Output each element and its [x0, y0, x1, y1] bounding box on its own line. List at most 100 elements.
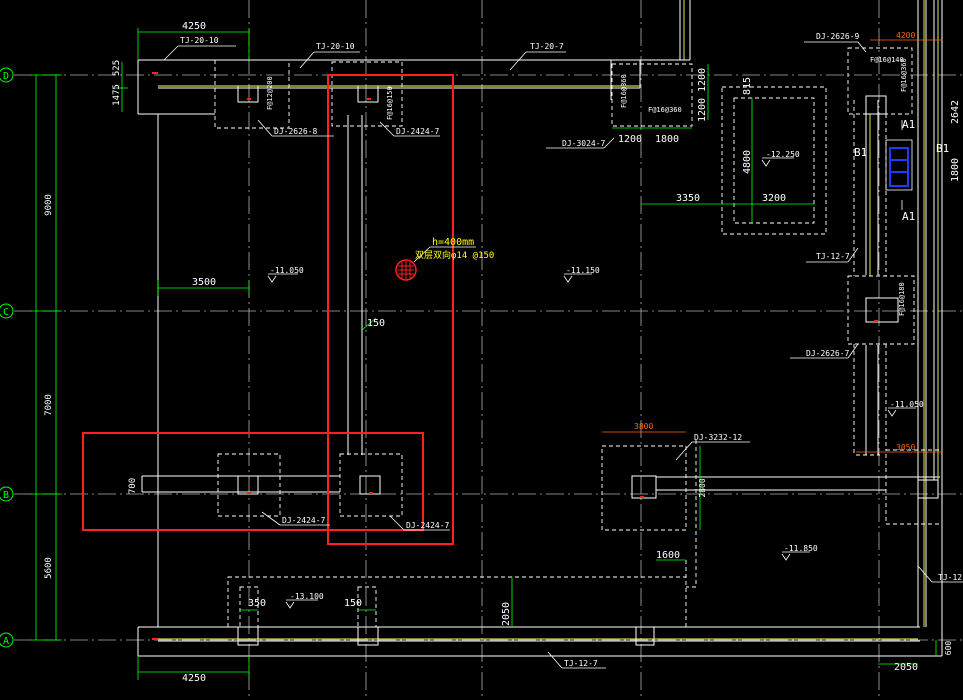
label-dj-2626-9: DJ-2626-9 — [816, 32, 860, 41]
highlight-box-vertical[interactable] — [327, 74, 454, 545]
column-10[interactable] — [357, 626, 379, 646]
pad-dj-2626-8[interactable] — [214, 59, 290, 129]
dim-1200-v2: 1200 — [697, 98, 708, 122]
left-dimension-chain — [30, 62, 128, 641]
rebar-note-f16-360: F@16@360 — [620, 74, 628, 108]
label-tj-20-10-b: TJ-20-10 — [316, 42, 355, 51]
blue-section-marker[interactable] — [889, 147, 909, 187]
section-b1-left: B1 — [854, 146, 867, 159]
dim-3500: 3500 — [192, 277, 216, 288]
column-6[interactable] — [865, 95, 887, 115]
pad-right-b[interactable] — [885, 449, 943, 525]
label-tj-12-7-a: TJ-12-7 — [816, 252, 850, 261]
pad-dj-3232-12[interactable] — [601, 445, 687, 531]
dim-525: 525 — [112, 60, 122, 76]
dim-4800: 4800 — [742, 150, 753, 174]
elev-11050-a: -11.050 — [270, 266, 304, 275]
highlight-box-horizontal[interactable] — [82, 432, 424, 531]
dim-700: 700 — [128, 478, 138, 494]
pad-dj-3024-7[interactable] — [611, 63, 693, 127]
rebar-note-f12-200: F@12@200 — [266, 76, 274, 110]
dim-7000: 7000 — [44, 394, 54, 416]
pad-sump-right-inner[interactable] — [733, 97, 815, 224]
left-dimension-texts: 9000 7000 5600 1475 525 700 — [44, 60, 138, 579]
rebar-lines — [158, 0, 939, 640]
dim-350: 350 — [248, 598, 266, 609]
dim-bottom-4250: 4250 — [182, 673, 206, 684]
dim-3050: 3050 — [896, 443, 915, 452]
dimension-lines — [137, 28, 937, 680]
axis-bubble-a[interactable] — [0, 632, 14, 648]
label-tj-12-r: TJ-12 — [938, 573, 962, 582]
dim-1200-v1: 1200 — [697, 68, 708, 92]
dim-9000: 9000 — [44, 194, 54, 216]
sump-rebar-label: 双层双向φ14 @150 — [415, 249, 494, 261]
dim-3800: 3800 — [634, 422, 653, 431]
label-dj-2424-7-a: DJ-2424-7 — [396, 127, 440, 136]
label-tj-20-10-a: TJ-20-10 — [180, 36, 219, 45]
dim-3350: 3350 — [676, 193, 700, 204]
pad-dj-2424-7-right[interactable] — [339, 453, 403, 517]
label-dj-2626-8: DJ-2626-8 — [274, 127, 318, 136]
dim-top-4250: 4250 — [182, 21, 206, 32]
dim-2800: 2800 — [698, 478, 707, 497]
elev-11150: -11.150 — [566, 266, 600, 275]
dim-1200-a: 1200 — [618, 134, 642, 145]
column-8[interactable] — [917, 479, 939, 499]
rebar-note-f16-150: F@16@150 — [386, 86, 394, 120]
orange-dimension-lines — [602, 39, 942, 453]
axis-bubble-d[interactable] — [0, 67, 14, 83]
axis-label-b: B — [3, 490, 9, 501]
label-dj-3024-7: DJ-3024-7 — [562, 139, 606, 148]
dim-150-a: 150 — [344, 598, 362, 609]
sump-symbol[interactable]: h=400mm 双层双向φ14 @150 — [395, 237, 494, 281]
dim-2050-h: 2050 — [894, 662, 918, 673]
axis-label-d: D — [3, 71, 9, 82]
label-dj-2424-7-b: DJ-2424-7 — [282, 516, 326, 525]
red-markers — [152, 72, 878, 640]
dim-1800-r: 1800 — [950, 158, 961, 182]
elev-11050-b: -11.050 — [890, 400, 924, 409]
elevation-markers: -12.250 -11.050 -11.150 -11.050 -11.850 … — [267, 150, 924, 609]
dimension-texts: 4250 4250 3500 3350 3200 1200 1800 4800 … — [182, 21, 961, 684]
column-7[interactable] — [865, 297, 899, 323]
elev-11850: -11.850 — [784, 544, 818, 553]
dim-815: 815 — [742, 77, 753, 95]
pad-dj-2626-7[interactable] — [847, 275, 915, 345]
column-9[interactable] — [237, 626, 259, 646]
axis-bubbles: D C B A — [0, 67, 14, 648]
rebar-note-f16-180: F@16@180 — [898, 282, 906, 316]
dim-1600: 1600 — [656, 550, 680, 561]
sump-depth-label: h=400mm — [432, 237, 474, 248]
axis-label-a: A — [3, 636, 9, 647]
dim-3200: 3200 — [762, 193, 786, 204]
label-dj-2626-7: DJ-2626-7 — [806, 349, 850, 358]
wall-outlines — [137, 0, 943, 657]
axis-grid — [14, 0, 963, 700]
label-tj-20-7: TJ-20-7 — [530, 42, 564, 51]
axis-label-c: C — [3, 307, 9, 318]
pad-dj-2424-7-left[interactable] — [217, 453, 281, 517]
dim-1475: 1475 — [112, 84, 122, 106]
dim-5600: 5600 — [44, 557, 54, 579]
section-a1-bottom: A1 — [902, 210, 915, 223]
label-dj-2424-7-c: DJ-2424-7 — [406, 521, 450, 530]
rebar-note-f16-140: F@16@140 — [870, 56, 904, 64]
elev-13100: -13.100 — [290, 592, 324, 601]
axis-bubble-b[interactable] — [0, 486, 14, 502]
pad-dj-2424-7-top[interactable] — [331, 61, 403, 127]
dim-4200: 4200 — [896, 31, 915, 40]
elev-12250: -12.250 — [766, 150, 800, 159]
leader-lines — [163, 41, 963, 669]
dim-2642: 2642 — [950, 100, 961, 124]
rebar-notes: F@12@200 F@16@150 F@16@360 F@16@360 F@16… — [266, 56, 908, 316]
dim-150-b: 150 — [367, 318, 385, 329]
column-11[interactable] — [635, 626, 655, 646]
section-a1-top: A1 — [902, 118, 915, 131]
section-markers: A1 A1 B1 B1 — [854, 118, 949, 223]
pad-sump-right[interactable] — [721, 86, 827, 235]
footing-pads — [214, 47, 943, 628]
axis-bubble-c[interactable] — [0, 303, 14, 319]
strip-dashed-a — [227, 576, 687, 628]
